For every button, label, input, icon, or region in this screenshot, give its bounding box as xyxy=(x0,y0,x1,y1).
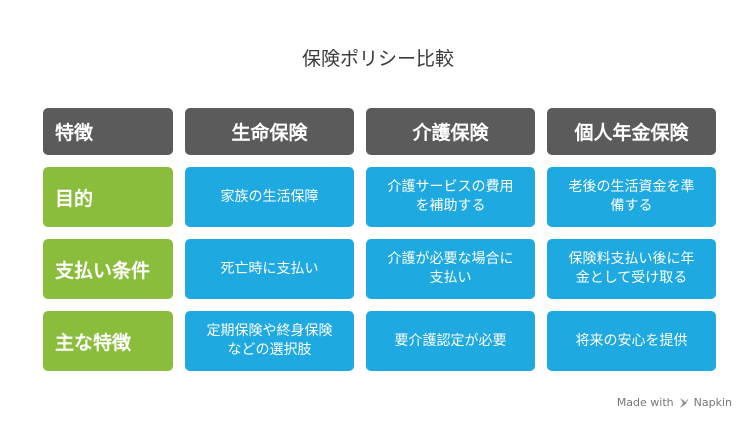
row-label-payment-conditions: 支払い条件 xyxy=(43,239,173,299)
row-label-purpose: 目的 xyxy=(43,167,173,227)
header-column-label: 個人年金保険 xyxy=(574,122,689,144)
value-cell-text: 家族の生活保障 xyxy=(220,188,319,205)
value-cell-text: 定期保険や終身保険などの選択肢 xyxy=(206,323,333,358)
made-with-credit: Made with Napkin xyxy=(617,396,732,409)
made-with-text: Made with xyxy=(616,396,674,409)
value-cell: 要介護認定が必要 xyxy=(366,311,535,371)
value-cell: 介護が必要な場合に支払い xyxy=(366,239,535,299)
value-cell-text: 将来の安心を提供 xyxy=(575,332,688,349)
row-label-text: 目的 xyxy=(55,187,94,210)
value-cell-text: 要介護認定が必要 xyxy=(394,332,507,349)
header-column-care: 介護保険 xyxy=(366,108,535,155)
diagram-title: 保険ポリシー比較 xyxy=(301,48,454,70)
value-cell: 老後の生活資金を準備する xyxy=(547,167,716,227)
comparison-grid: 特徴 生命保険 介護保険 個人年金保険 目的 家族の生活保障 介護サービスの費用… xyxy=(43,108,716,371)
value-cell-text: 介護サービスの費用を補助する xyxy=(387,179,514,214)
header-column-life: 生命保険 xyxy=(185,108,354,155)
value-cell-text: 老後の生活資金を準備する xyxy=(568,179,695,214)
row-label-text: 主な特徴 xyxy=(55,331,132,354)
napkin-brand-text: Napkin xyxy=(693,396,732,409)
header-column-label: 生命保険 xyxy=(231,122,308,144)
value-cell: 介護サービスの費用を補助する xyxy=(366,167,535,227)
value-cell: 定期保険や終身保険などの選択肢 xyxy=(185,311,354,371)
napkin-logo-icon xyxy=(678,397,690,409)
value-cell: 死亡時に支払い xyxy=(185,239,354,299)
value-cell: 将来の安心を提供 xyxy=(547,311,716,371)
value-cell: 家族の生活保障 xyxy=(185,167,354,227)
value-cell-text: 死亡時に支払い xyxy=(220,260,319,277)
row-label-main-features: 主な特徴 xyxy=(43,311,173,371)
header-corner-label: 特徴 xyxy=(55,122,94,144)
value-cell-text: 保険料支払い後に年金として受け取る xyxy=(568,251,695,286)
value-cell-text: 介護が必要な場合に支払い xyxy=(387,251,514,286)
header-corner: 特徴 xyxy=(43,108,173,155)
value-cell: 保険料支払い後に年金として受け取る xyxy=(547,239,716,299)
header-column-annuity: 個人年金保険 xyxy=(547,108,716,155)
header-column-label: 介護保険 xyxy=(412,122,489,144)
row-label-text: 支払い条件 xyxy=(55,259,151,282)
